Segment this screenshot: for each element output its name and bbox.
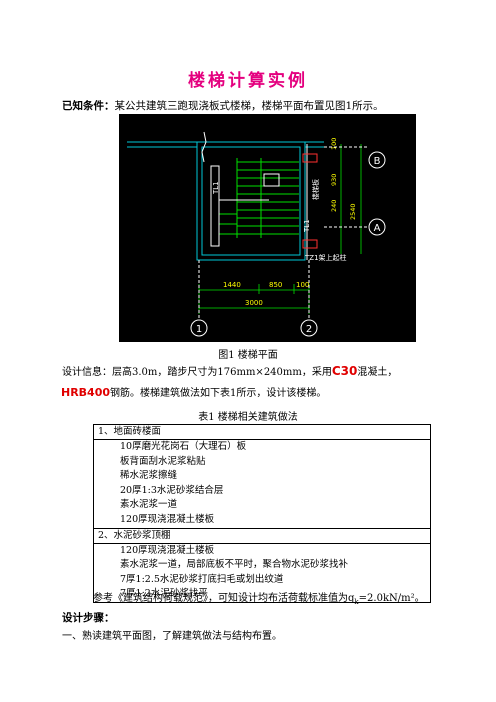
reference-value: =2.0kN/m²。 <box>358 593 425 604</box>
drawing-label-slab: 楼梯板 <box>311 179 320 200</box>
list-item: 7厚1:2水泥砂浆找平 <box>120 588 208 600</box>
design-text-b: 混凝土， <box>357 367 398 378</box>
dim-1440: 1440 <box>223 281 241 289</box>
table-section-heading: 1、地面砖楼面 <box>93 424 431 440</box>
design-info-line2: HRB400钢筋。楼梯建筑做法如下表1所示，设计该楼梯。 <box>61 383 442 403</box>
known-label: 已知条件： <box>62 100 115 112</box>
list-item: 板背面刮水泥浆粘贴 <box>120 455 206 467</box>
list-item: 20厚1:3水泥砂浆结合层 <box>120 484 224 496</box>
stair-treads <box>219 158 299 238</box>
svg-text:930: 930 <box>330 174 338 186</box>
svg-text:1: 1 <box>196 324 202 335</box>
figure-caption: 图1 楼梯平面 <box>218 350 278 361</box>
svg-text:A: A <box>374 223 381 234</box>
reference-subscript: k <box>354 598 359 606</box>
list-item: 10厚磨光花岗石（大理石）板 <box>120 441 247 452</box>
step-one: 一、熟读建筑平面图，了解建筑做法与结构布置。 <box>62 631 282 642</box>
list-item: 素水泥浆一道 <box>120 499 178 511</box>
list-item: 稀水泥浆擦缝 <box>120 470 178 482</box>
page-title: 楼梯计算实例 <box>188 71 308 91</box>
stair-plan-drawing: TL1 TL1 楼梯板 TZ1架上起柱 100 930 240 2540 144… <box>119 114 416 342</box>
list-item: 素水泥浆一道，局部底板不平时，聚合物水泥砂浆找补 <box>120 559 349 571</box>
list-item: 120厚现浇混凝土楼板 <box>120 513 215 525</box>
table-section-heading: 2、水泥砂浆顶棚 <box>93 527 431 544</box>
list-item: 7厚1:2.5水泥砂浆打底扫毛或划出纹道 <box>120 573 284 585</box>
steel-grade: HRB400 <box>61 386 111 399</box>
svg-text:240: 240 <box>330 200 338 212</box>
construction-spec-table: 1、地面砖楼面 10厚磨光花岗石（大理石）板 板背面刮水泥浆粘贴 稀水泥浆擦缝 … <box>93 424 431 603</box>
concrete-grade: C30 <box>331 364 358 378</box>
axis-bubble-a <box>368 218 386 236</box>
stair-inner-wall <box>201 146 301 256</box>
dim-100: 100 <box>296 281 309 289</box>
stair-column <box>302 153 318 163</box>
load-reference: 参考《建筑结构荷载规范》，可知设计均布活荷载标准值为qk=2.0kN/m²。 <box>93 589 425 606</box>
axis-bubble-2 <box>300 319 318 337</box>
axis-bubble-b <box>368 151 386 169</box>
table-caption: 表1 楼梯相关建筑做法 <box>198 412 298 423</box>
design-text-c: 钢筋。楼梯建筑做法如下表1所示，设计该楼梯。 <box>110 388 327 399</box>
drawing-label-tl1-b: TL1 <box>303 219 311 233</box>
stair-outer-wall <box>196 141 306 261</box>
reference-text: 参考《建筑结构荷载规范》，可知设计均布活荷载标准值为q <box>93 593 355 604</box>
dim-850: 850 <box>269 281 282 289</box>
svg-text:2: 2 <box>306 324 312 335</box>
stair-plan-svg: TL1 TL1 楼梯板 TZ1架上起柱 100 930 240 2540 144… <box>127 131 386 337</box>
stair-handrail-box <box>263 173 280 187</box>
dim-3000: 3000 <box>245 299 263 307</box>
steps-heading: 设计步骤： <box>62 612 115 624</box>
stair-beam-left <box>210 165 220 247</box>
table-section-items: 10厚磨光花岗石（大理石）板 板背面刮水泥浆粘贴 稀水泥浆擦缝 20厚1:3水泥… <box>93 439 431 529</box>
drawing-label-tz1: TZ1架上起柱 <box>304 253 347 262</box>
drawing-label-tl1-a: TL1 <box>212 181 220 195</box>
design-text-a: 设计信息：层高3.0m，踏步尺寸为176mm×240mm，采用 <box>62 367 332 378</box>
stair-column-lower <box>302 239 318 249</box>
svg-text:2540: 2540 <box>349 203 357 220</box>
known-text: 某公共建筑三跑现浇板式楼梯，楼梯平面布置见图1所示。 <box>114 100 384 112</box>
svg-text:B: B <box>374 156 381 167</box>
svg-text:100: 100 <box>330 138 338 150</box>
design-info-line1: 设计信息：层高3.0m，踏步尺寸为176mm×240mm，采用C30混凝土， <box>62 362 442 382</box>
table-section-items: 120厚现浇混凝土楼板 素水泥浆一道，局部底板不平时，聚合物水泥砂浆找补 7厚1… <box>93 542 431 603</box>
known-conditions: 已知条件：某公共建筑三跑现浇板式楼梯，楼梯平面布置见图1所示。 <box>62 98 384 113</box>
list-item: 120厚现浇混凝土楼板 <box>120 544 215 556</box>
axis-bubble-1 <box>190 319 208 337</box>
